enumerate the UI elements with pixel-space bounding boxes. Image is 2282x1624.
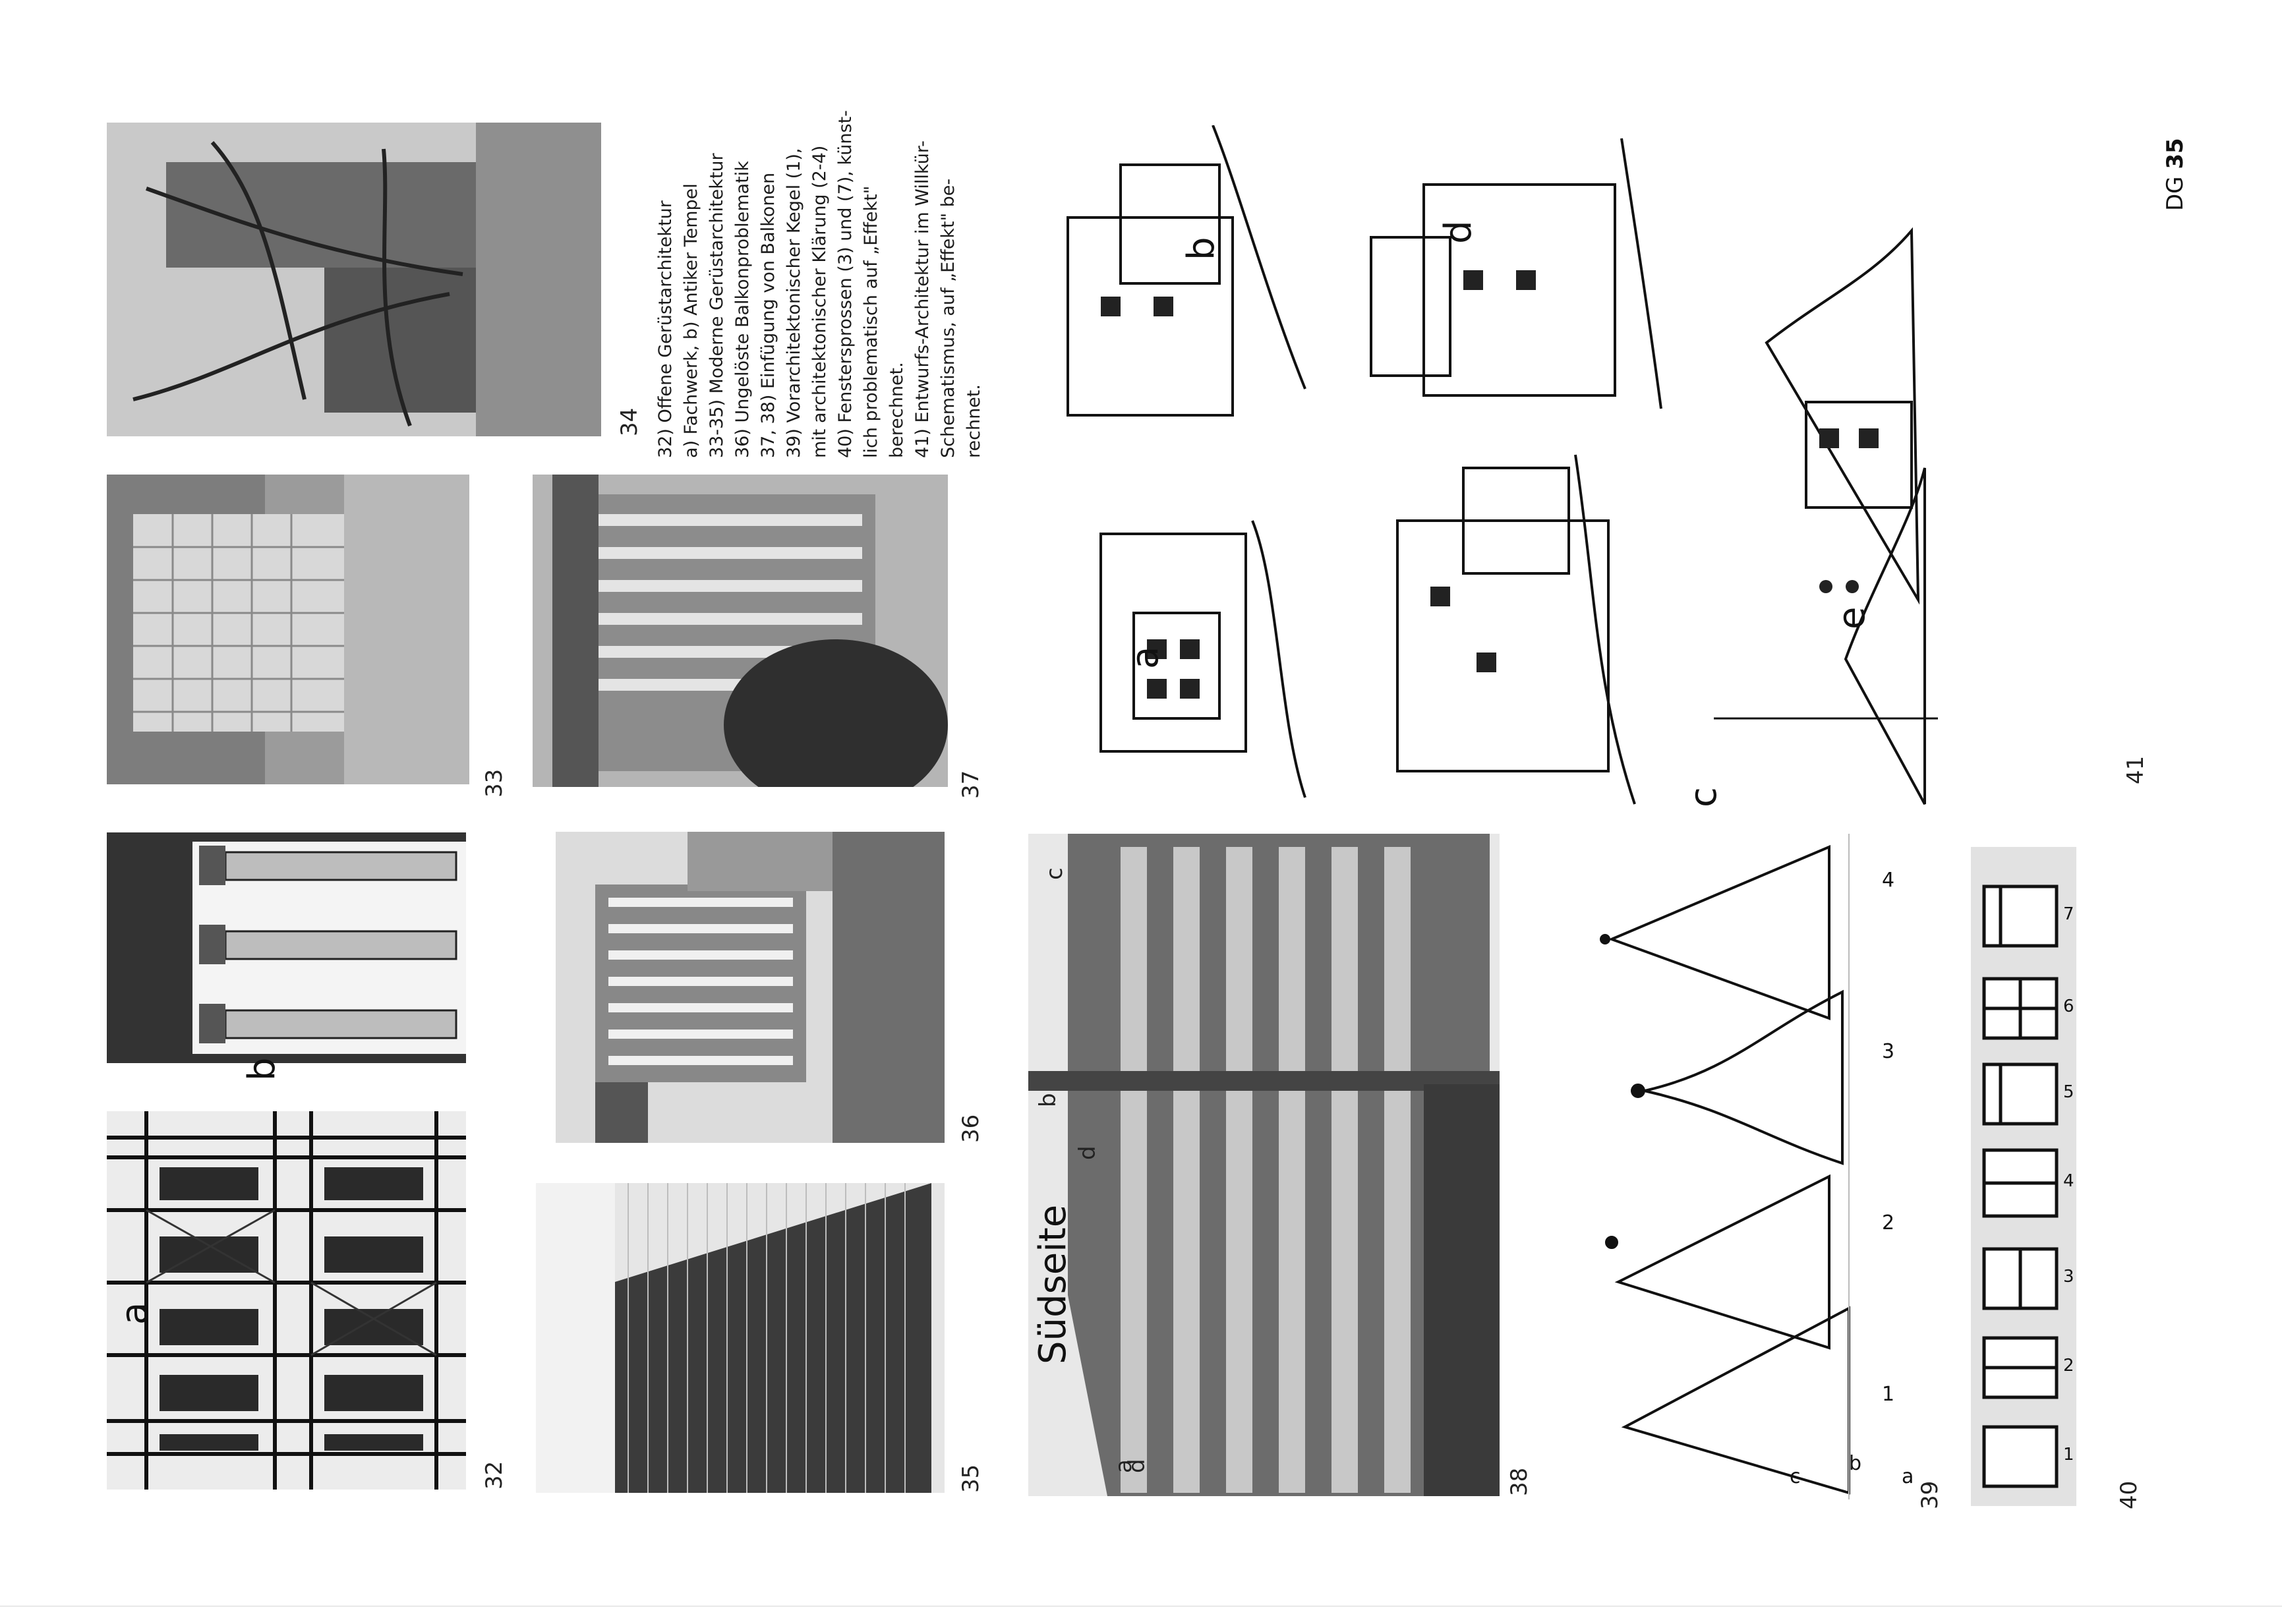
figure-41-sketch-label: a xyxy=(1124,646,1167,669)
figure-32-number: 32 xyxy=(481,1461,508,1490)
figure-38-side-label: Südseite xyxy=(1032,1204,1074,1364)
caption-line: a) Fachwerk, b) Antiker Tempel xyxy=(681,183,701,458)
figure-39-label: a xyxy=(1902,1465,1914,1488)
figure-39-cone-number: 1 xyxy=(1882,1383,1894,1406)
figure-40-window-number: 3 xyxy=(2063,1267,2074,1287)
figure-40-window-number: 6 xyxy=(2063,997,2074,1016)
figure-39-cone-number: 2 xyxy=(1882,1211,1894,1234)
caption-line: 32) Offene Gerüstarchitektur xyxy=(655,200,676,458)
figure-38-photo xyxy=(1028,834,1500,1496)
caption-text: 32) Offene Gerüstarchitektur a) Fachwerk… xyxy=(653,110,987,458)
figure-39-cone-number: 3 xyxy=(1882,1040,1894,1063)
figure-33-number: 33 xyxy=(481,768,508,798)
figure-41-sketches xyxy=(1002,125,2122,807)
figure-37-photo xyxy=(533,475,948,787)
figure-40-number: 40 xyxy=(2116,1480,2142,1509)
caption-line: 40) Fenstersprossen (3) und (7), künst- xyxy=(835,110,856,458)
figure-41-sketch-label: d xyxy=(1437,220,1480,244)
caption-line: 37, 38) Einfügung von Balkonen xyxy=(758,172,778,458)
page-number: 35 xyxy=(2162,138,2188,169)
figure-40-window-number: 2 xyxy=(2063,1356,2074,1376)
caption-line: 33-35) Moderne Gerüstarchitektur xyxy=(707,153,727,458)
caption-line: berechnet. xyxy=(887,362,907,458)
caption-line: 39) Vorarchitektonischer Kegel (1), xyxy=(784,148,804,458)
figure-34-photo xyxy=(107,123,601,436)
figure-32a-timber-frame xyxy=(107,1111,466,1490)
figure-40-window-number: 1 xyxy=(2063,1445,2074,1464)
page-prefix: DG xyxy=(2162,176,2188,211)
page-edge-line xyxy=(0,1606,2282,1607)
figure-41-number: 41 xyxy=(2122,755,2149,784)
figure-37-number: 37 xyxy=(958,770,984,799)
caption-line: mit architektonischer Klärung (2-4) xyxy=(809,145,830,458)
figure-32b-temple-columns xyxy=(107,832,466,1063)
figure-40-window-number: 4 xyxy=(2063,1171,2074,1191)
figure-38-label: c xyxy=(1041,867,1068,880)
figure-34-number: 34 xyxy=(616,407,643,436)
figure-38-number: 38 xyxy=(1506,1467,1533,1496)
figure-38-label: d xyxy=(1124,1459,1150,1473)
figure-33-photo xyxy=(107,475,469,784)
figure-41-sketch-label: b xyxy=(1180,237,1223,260)
figure-35-number: 35 xyxy=(958,1464,984,1493)
figure-39-label: b xyxy=(1849,1452,1861,1475)
figure-40-window-number: 5 xyxy=(2063,1082,2074,1102)
figure-39-cone-number: 4 xyxy=(1882,869,1894,892)
figure-38-label: b xyxy=(1035,1093,1061,1107)
figure-41-sketch-label: e xyxy=(1830,606,1873,629)
figure-32-label-a: a xyxy=(113,1302,156,1325)
figure-32-label-b: b xyxy=(241,1057,283,1081)
figure-36-number: 36 xyxy=(958,1114,984,1143)
caption-line: lich problematisch auf „Effekt" xyxy=(861,185,881,458)
caption-line: 41) Entwurfs-Architektur im Willkür- xyxy=(912,140,933,458)
figure-40-window-number: 7 xyxy=(2063,904,2074,924)
figure-39-number: 39 xyxy=(1917,1480,1943,1509)
figure-38-label: d xyxy=(1074,1146,1101,1160)
page-identifier: DG 35 xyxy=(2162,138,2188,211)
caption-line: Schematismus, auf „Effekt" be- xyxy=(938,178,958,458)
figure-39-label: c xyxy=(1790,1465,1801,1488)
figure-35-photo xyxy=(536,1183,945,1493)
figure-41-sketch-label: c xyxy=(1682,787,1725,807)
caption-line: rechnet. xyxy=(964,384,984,458)
figure-39-cones-drawing: 1 2 3 4 a b c xyxy=(1565,834,1925,1499)
figure-40-windows-strip: 1 2 3 4 5 6 7 xyxy=(1971,847,2076,1506)
caption-line: 36) Ungelöste Balkonproblematik xyxy=(732,161,753,458)
figure-36-photo xyxy=(556,832,945,1143)
